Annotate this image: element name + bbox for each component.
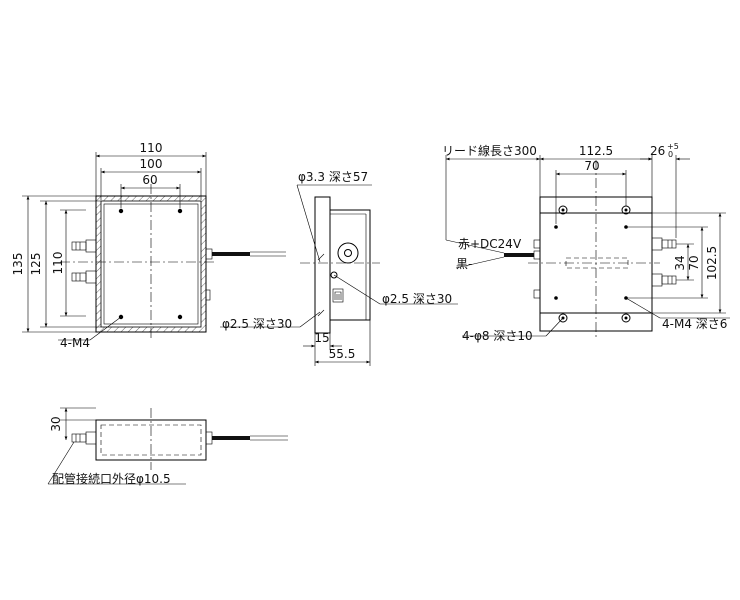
dim-front-110-v: 110	[51, 252, 65, 275]
dim-front-125: 125	[29, 253, 43, 276]
side-view: φ3.3 深さ57 φ2.5 深さ30 φ2.5 深さ30 15 55.5	[220, 170, 458, 366]
callout-mount-holes: 4-φ8 深さ10	[462, 329, 533, 343]
dim-front-110: 110	[140, 141, 163, 155]
rear-tap-tl	[554, 225, 558, 229]
mount-hole-bl	[558, 313, 568, 323]
rear-pipe-upper	[651, 237, 677, 251]
rear-pipe-lower	[651, 273, 677, 287]
tap-hole-tl	[118, 208, 124, 214]
label-red-wire: 赤+DC24V	[458, 237, 522, 251]
callout-4-m4: 4-M4	[60, 336, 90, 350]
rear-tap-bl	[554, 296, 558, 300]
dim-side-55-5: 55.5	[329, 347, 356, 361]
dim-rear-34: 34	[673, 255, 687, 270]
callout-hole-2-5-right: φ2.5 深さ30	[382, 292, 452, 306]
mount-hole-br	[621, 313, 631, 323]
dim-front-60: 60	[142, 173, 157, 187]
side-hole-small	[330, 271, 338, 279]
dim-lead-length: リード線長さ300	[442, 143, 537, 158]
callout-hole-2-5-left: φ2.5 深さ30	[222, 317, 292, 331]
label-black-wire: 黒-	[456, 257, 472, 271]
dim-side-15: 15	[314, 331, 329, 345]
pipe-fitting-upper	[71, 239, 97, 253]
side-connector-outer	[337, 242, 359, 264]
dim-rear-26-tol-zero: 0	[668, 150, 673, 159]
callout-tap-depth: 4-M4 深さ6	[662, 317, 727, 331]
dim-rear-112-5: 112.5	[579, 144, 613, 158]
dim-rear-26-tol-plus: +5	[667, 142, 679, 151]
mount-hole-tl	[558, 205, 568, 215]
callout-hole-3-3: φ3.3 深さ57	[298, 170, 368, 184]
side-connector-inner	[344, 249, 352, 257]
tap-hole-tr	[177, 208, 183, 214]
pipe-fitting-lower	[71, 270, 97, 284]
dim-rear-26: 26	[650, 144, 665, 158]
dim-rear-70-top: 70	[584, 159, 599, 173]
tap-hole-br	[177, 314, 183, 320]
ground-mark-icon	[332, 288, 344, 303]
side-plate	[314, 196, 331, 334]
callout-pipe-connection: 配管接続口外径φ10.5	[52, 471, 171, 486]
dim-rear-102-5: 102.5	[705, 246, 719, 280]
rear-view: リード線長さ300 112.5 70 26 +5 0 赤+DC24V 黒- 34…	[442, 142, 730, 343]
side-housing	[329, 209, 371, 321]
front-view: 110 100 60 135 125 110 4-M4	[11, 141, 286, 350]
dim-front-135: 135	[11, 253, 25, 276]
dim-front-100: 100	[140, 157, 163, 171]
bottom-view: 30 配管接続口外径φ10.5	[47, 407, 288, 486]
dim-rear-70-side: 70	[687, 255, 701, 270]
dim-bottom-30: 30	[49, 416, 63, 431]
